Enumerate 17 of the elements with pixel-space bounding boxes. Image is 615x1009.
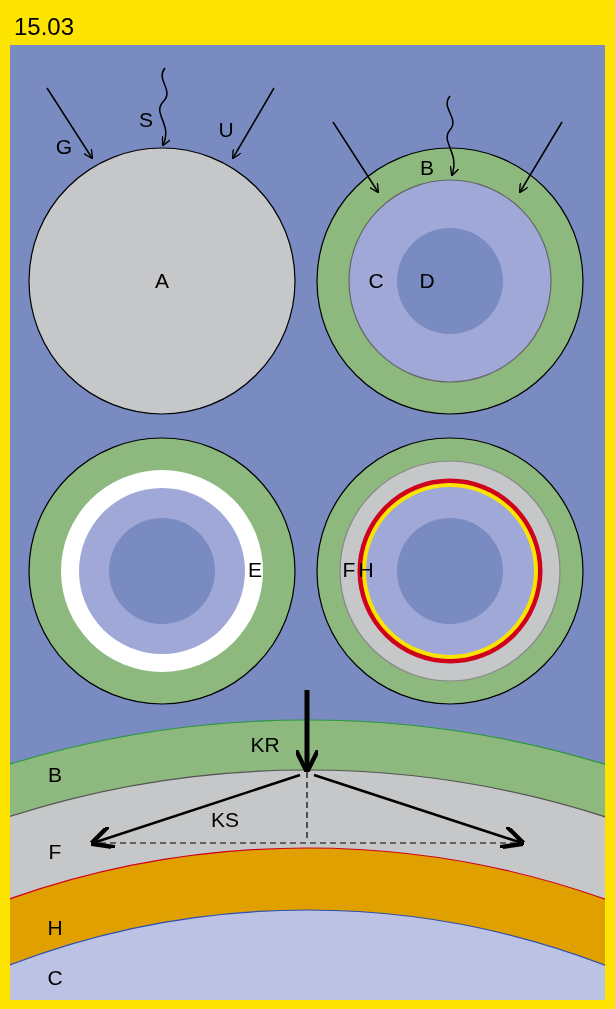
part-label: B [48, 763, 62, 787]
part-label: KR [250, 733, 280, 757]
part-label: H [358, 558, 374, 582]
part-label: E [248, 558, 262, 582]
part-label: B [420, 156, 434, 180]
part-label: F [342, 558, 356, 582]
part-label: F [48, 840, 62, 864]
part-label: KS [211, 808, 239, 832]
part-label: C [47, 966, 63, 990]
part-label: U [218, 118, 234, 142]
part-label: D [419, 269, 435, 293]
part-label: C [368, 269, 384, 293]
figure-number: 15.03 [14, 12, 75, 42]
part-label: A [155, 269, 169, 293]
part-label: H [47, 916, 63, 940]
part-label: G [55, 135, 73, 159]
part-label: S [139, 108, 153, 132]
